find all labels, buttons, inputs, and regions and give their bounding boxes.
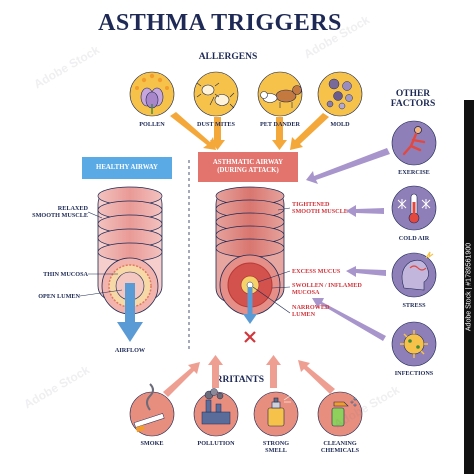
- narrowed-lumen-label: NARROWED LUMEN: [292, 304, 330, 319]
- arrow-strong-smell: [266, 355, 281, 388]
- pollution-label: POLLUTION: [197, 440, 235, 447]
- other-factors-heading: OTHER FACTORS: [390, 89, 436, 110]
- arrow-mold: [290, 113, 329, 150]
- allergen-arrows: [170, 112, 329, 150]
- arrow-pet-dander: [272, 117, 287, 150]
- spray-bottle-icon: [331, 397, 357, 427]
- dust-mite-icon: [196, 82, 235, 109]
- arrow-infections: [312, 298, 386, 341]
- stressed-head-icon: [401, 251, 434, 291]
- mold-icon: [326, 78, 353, 110]
- arrow-cleaning: [298, 360, 335, 394]
- healthy-airway-tube: [97, 186, 163, 342]
- irritant-arrows: [163, 355, 335, 397]
- blocked-x-icon: [244, 331, 256, 343]
- mold-label: MOLD: [330, 121, 350, 128]
- exercise-label: EXERCISE: [398, 169, 430, 176]
- cold-air-label: COLD AIR: [398, 235, 430, 242]
- asthmatic-airway-box: ASTHMATIC AIRWAY (DURING ATTACK): [198, 152, 298, 182]
- running-person-icon: [402, 126, 426, 156]
- stress-label: STRESS: [402, 302, 426, 309]
- irritants-heading: IRRITANTS: [211, 375, 265, 385]
- thin-mucosa-label: THIN MUCOSA: [43, 271, 88, 278]
- infections-label: INFECTIONS: [394, 370, 434, 377]
- arrow-stress: [346, 266, 386, 277]
- stock-id-text: Adobe Stock | #1789561900: [465, 242, 473, 332]
- pollen-label: POLLEN: [139, 121, 165, 128]
- arrow-pollution: [208, 355, 223, 388]
- arrow-exercise: [306, 148, 390, 184]
- virus-icon: [400, 330, 428, 358]
- open-lumen-label: OPEN LUMEN: [38, 293, 80, 300]
- healthy-airway-label: HEALTHY AIRWAY: [96, 163, 158, 171]
- perfume-bottle-icon: [267, 395, 291, 427]
- other-factor-circles: [391, 120, 437, 367]
- arrow-pollen: [170, 112, 216, 150]
- stock-sidebar: Adobe Stock | #1789561900: [464, 100, 474, 474]
- page-title: ASTHMA TRIGGERS: [98, 10, 342, 36]
- arrow-smoke: [163, 362, 200, 397]
- thermometer-snowflake-icon: [397, 193, 431, 224]
- cigarette-icon: [133, 383, 165, 433]
- airflow-label: AIRFLOW: [114, 347, 146, 354]
- dust-mites-label: DUST MITES: [197, 121, 235, 128]
- other-factor-arrows: [306, 148, 390, 341]
- allergen-circles: [129, 71, 363, 117]
- healthy-airway-box: HEALTHY AIRWAY: [82, 157, 172, 179]
- irritant-circles: [129, 391, 363, 437]
- pollen-icon: [135, 73, 169, 114]
- relaxed-muscle-label: RELAXED SMOOTH MUSCLE: [32, 205, 88, 220]
- arrow-cold-air: [346, 205, 384, 217]
- asthmatic-airway-label: ASTHMATIC AIRWAY (DURING ATTACK): [212, 158, 284, 174]
- factory-icon: [201, 388, 231, 425]
- smoke-label: SMOKE: [140, 440, 164, 447]
- leader-lines: [79, 207, 291, 314]
- pet-dander-icon: [260, 85, 302, 108]
- pet-dander-label: PET DANDER: [260, 121, 300, 128]
- allergens-heading: ALLERGENS: [198, 52, 258, 62]
- arrow-dust-mites: [210, 117, 225, 150]
- excess-mucus-label: EXCESS MUCUS: [292, 268, 341, 275]
- tightened-muscle-label: TIGHTENED SMOOTH MUSCLE: [292, 201, 348, 216]
- cleaning-chemicals-label: CLEANING CHEMICALS: [320, 440, 360, 455]
- strong-smell-label: STRONG SMELL: [262, 440, 290, 455]
- airflow-arrow: [117, 322, 143, 342]
- swollen-mucosa-label: SWOLLEN / INFLAMED MUCOSA: [292, 282, 362, 297]
- asthmatic-airway-tube: [215, 186, 285, 343]
